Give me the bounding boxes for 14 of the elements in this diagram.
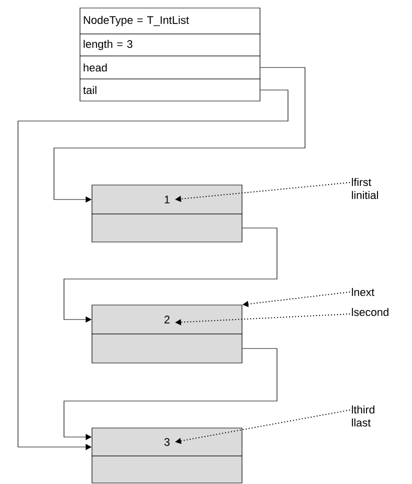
pointer-name: lsecond	[352, 308, 388, 316]
record-field: length = 3	[80, 34, 260, 56]
record-field: head	[80, 56, 260, 80]
record-field: NodeType = T_IntList	[80, 8, 260, 34]
pointer-name: lfirst linitial	[352, 178, 378, 200]
record-field: tail	[80, 78, 260, 102]
empty-cell	[92, 456, 242, 484]
empty-cell	[92, 334, 242, 364]
pointer-name: lnext	[352, 288, 374, 296]
list-cell: 3	[92, 428, 242, 456]
empty-cell	[92, 214, 242, 242]
list-cell: 2	[92, 304, 242, 334]
list-cell: 1	[92, 184, 242, 214]
pointer-name: lthird llast	[352, 405, 374, 427]
